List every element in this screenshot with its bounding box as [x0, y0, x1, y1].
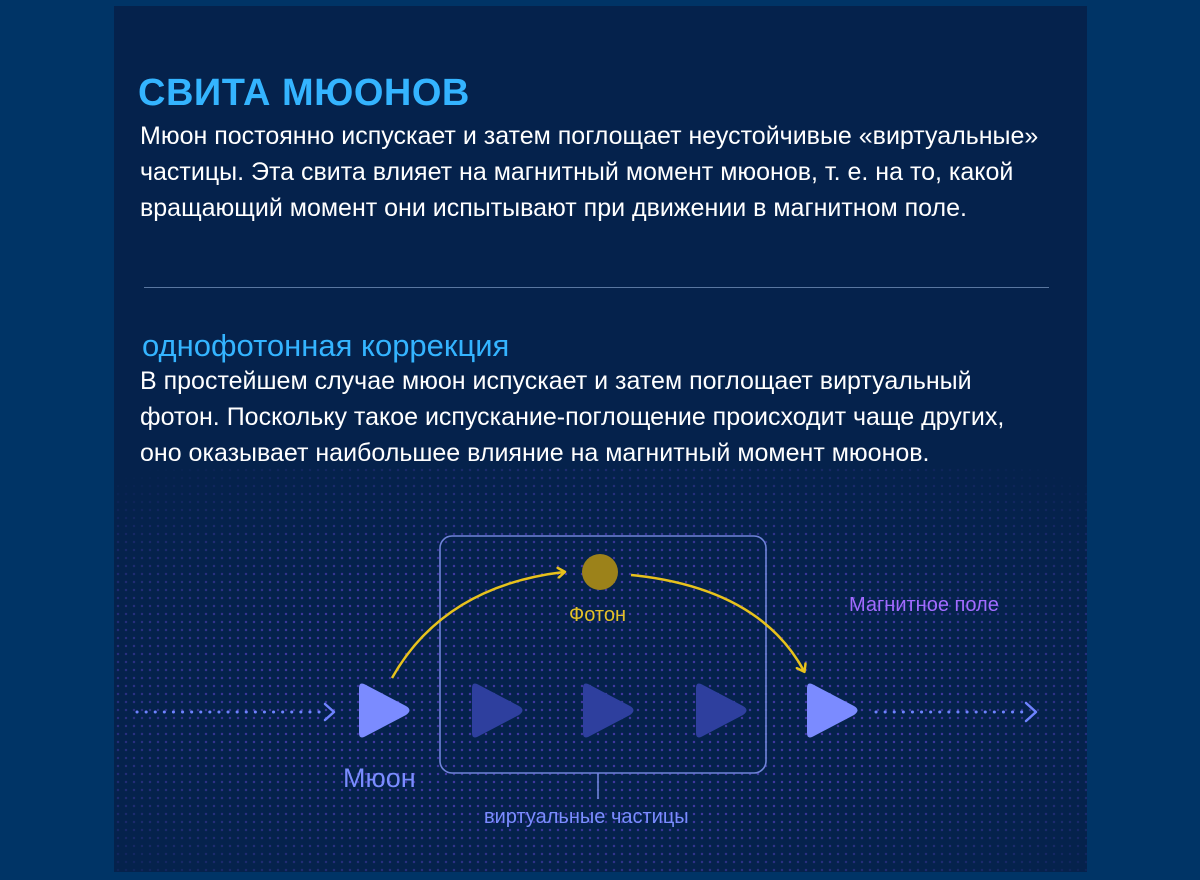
virtual-particle-2	[583, 683, 634, 738]
virtual-particles-box	[439, 535, 767, 774]
photon	[582, 554, 618, 590]
virtual-particles-label: виртуальные частицы	[484, 806, 689, 828]
muon-label: Мюон	[343, 763, 416, 793]
section-paragraph: В простейшем случае мюон испускает и зат…	[140, 367, 1005, 467]
section-subtitle: однофотонная коррекция	[142, 328, 510, 363]
muon-end	[807, 683, 858, 738]
intro-paragraph: Мюон постоянно испускает и затем поглоща…	[140, 122, 1039, 222]
magnetic-field-label: Магнитное поле	[849, 594, 999, 616]
magnetic-field-dot-pattern	[114, 466, 1087, 872]
one-photon-correction-diagram	[135, 535, 1038, 799]
virtual-particle-1	[472, 683, 523, 738]
virtual-particle-3	[696, 683, 747, 738]
absorption-arc	[630, 573, 804, 671]
page-title: СВИТА МЮОНОВ	[138, 72, 470, 114]
incoming-path-chevron	[323, 702, 336, 722]
outgoing-path-chevron	[1024, 701, 1038, 723]
photon-label: Фотон	[569, 604, 626, 626]
muon-start	[359, 683, 410, 738]
infographic-panel: СВИТА МЮОНОВ Мюон постоянно испускает и …	[114, 6, 1087, 872]
emission-arc	[390, 572, 564, 679]
section-divider	[144, 287, 1049, 288]
